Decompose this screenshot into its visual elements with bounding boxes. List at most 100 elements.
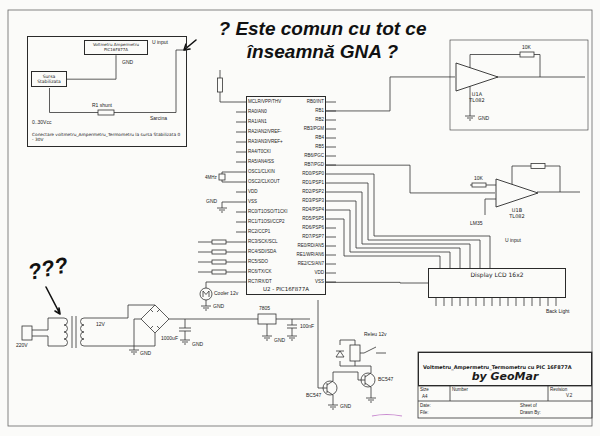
bridge-rectifier	[141, 305, 169, 333]
pin-name: VSS	[315, 279, 324, 284]
opamp-outline	[456, 63, 498, 91]
pin-name: RB7/PGD	[304, 162, 324, 167]
component-value: 4MHz	[205, 175, 217, 180]
resistor-symbol	[212, 240, 226, 244]
opamp-triangle-text: TL082	[455, 98, 499, 104]
title-field: Sheet of	[520, 403, 537, 408]
wire-connector	[326, 282, 428, 284]
resistor-symbol	[218, 78, 223, 92]
pin-name: VSS	[248, 199, 257, 204]
component-value: 12V	[96, 322, 105, 328]
part-name: Sarcina	[150, 116, 167, 122]
pin-name: RA4/T0CKI	[248, 149, 271, 154]
pin-name: RC0/T1OSO/T1CKI	[248, 209, 288, 214]
component-value: 10K	[522, 45, 531, 51]
motor-symbol	[203, 291, 209, 297]
pin-name: VDD	[314, 270, 324, 275]
pin-name: RB2	[315, 117, 324, 122]
pin-name: RE2/CS/AN7	[298, 261, 324, 266]
resistor-symbol	[212, 250, 226, 254]
pin-stub	[326, 102, 336, 282]
pin-name: RC1/T1OSI/CCP2	[248, 219, 285, 224]
pin-name: RD3/PSP3	[302, 198, 324, 203]
resistor-symbol	[212, 260, 226, 264]
pin-name: VDD	[248, 189, 258, 194]
regulator-symbol	[258, 314, 276, 324]
pin-name: RD4/PSP4	[302, 207, 324, 212]
ground-label: GND	[274, 338, 285, 344]
pin-name: RA0/AN0	[248, 109, 267, 114]
wire-connector	[67, 55, 116, 79]
pin-name: RC6/TX/CK	[248, 269, 272, 274]
resistor-symbol	[520, 52, 534, 57]
resistor-symbol	[98, 110, 114, 115]
title-field: V.2	[566, 393, 572, 398]
handwritten-note: ???	[26, 252, 71, 285]
part-name: BC547	[378, 377, 393, 383]
title-field: Revision	[550, 387, 567, 392]
pin-name: RB6/PGC	[304, 153, 324, 158]
pin-name: OSC2/CLKOUT	[248, 179, 280, 184]
pin-name: MCLR/VPP/THV	[248, 99, 281, 104]
wire	[169, 319, 258, 340]
wire	[84, 305, 155, 346]
title-block-text: by GeoMar	[423, 371, 587, 384]
meter-box-text: Voltmetru Ampermetru PIC16F877A	[87, 43, 145, 52]
pin-name: RA5/AN4/SS	[248, 159, 274, 164]
wire	[32, 318, 64, 346]
title-field: Size	[420, 387, 429, 392]
ground-label: GND	[192, 342, 203, 348]
pin-name: RC3/SCK/SCL	[248, 239, 278, 244]
opamp-triangle-text: TL082	[495, 214, 539, 220]
crystal-symbol	[219, 174, 225, 180]
pin-name: RC7/RX/DT	[248, 279, 272, 284]
ground-symbol	[366, 398, 376, 402]
transformer-coil	[81, 318, 84, 346]
signal-name: U input	[152, 40, 168, 46]
title-field: Number	[452, 387, 468, 392]
pin-stub	[236, 102, 246, 282]
capacitor-symbol	[179, 328, 191, 331]
signal-name: U input	[505, 238, 521, 244]
wire	[318, 300, 327, 388]
pin-name: RE1/WR/AN6	[296, 252, 324, 257]
wire-connector	[326, 165, 495, 193]
component-value: 220V	[16, 343, 28, 349]
sheet-frame	[8, 10, 592, 426]
pin-name: OSC1/CLKIN	[248, 169, 275, 174]
handwritten-arrow	[46, 287, 60, 314]
handwritten-note: ? Este comun cu tot ce înseamnă GNA ?	[190, 18, 455, 64]
component-value: 1000uF	[161, 336, 178, 342]
pin-name: RD2/PSP2	[302, 189, 324, 194]
ground-label: GND	[340, 404, 351, 410]
pin-name: RD6/PSP6	[302, 225, 324, 230]
ground-symbol	[217, 208, 227, 212]
pin-name: RC5/SDO	[248, 259, 268, 264]
opamp-outline	[455, 62, 499, 92]
wire	[457, 55, 585, 117]
part-name: LM35	[470, 221, 483, 227]
pin-name: RD1/PSP1	[302, 180, 324, 185]
pin-name: RB0/INT	[307, 99, 324, 104]
part-name: 7805	[259, 306, 270, 312]
pin-name: RB5	[315, 144, 324, 149]
pin-name: RE0/RD/AN5	[297, 243, 324, 248]
capacitor-symbol	[287, 325, 297, 328]
resistor-symbol	[472, 183, 486, 187]
opamp-outline	[495, 178, 539, 208]
title-field: A4	[422, 394, 428, 399]
pin-name: RD0/PSP0	[302, 171, 324, 176]
ground-label: GND	[122, 60, 133, 66]
relay-contact	[360, 347, 386, 353]
title-block: Voltmetru_Ampermetru_Termometru cu PIC 1…	[418, 352, 592, 386]
lcd-display: Display LCD 16x2	[428, 268, 566, 298]
transformer-core	[72, 316, 76, 348]
transistor-symbol	[355, 361, 371, 398]
title-grid	[418, 386, 592, 401]
transistor-symbol	[327, 372, 365, 405]
ground-label: GND	[213, 304, 224, 310]
title-field: File:	[420, 410, 429, 415]
ground-symbol	[287, 336, 297, 340]
pin-name: RC4/SDI/SDA	[248, 249, 276, 254]
